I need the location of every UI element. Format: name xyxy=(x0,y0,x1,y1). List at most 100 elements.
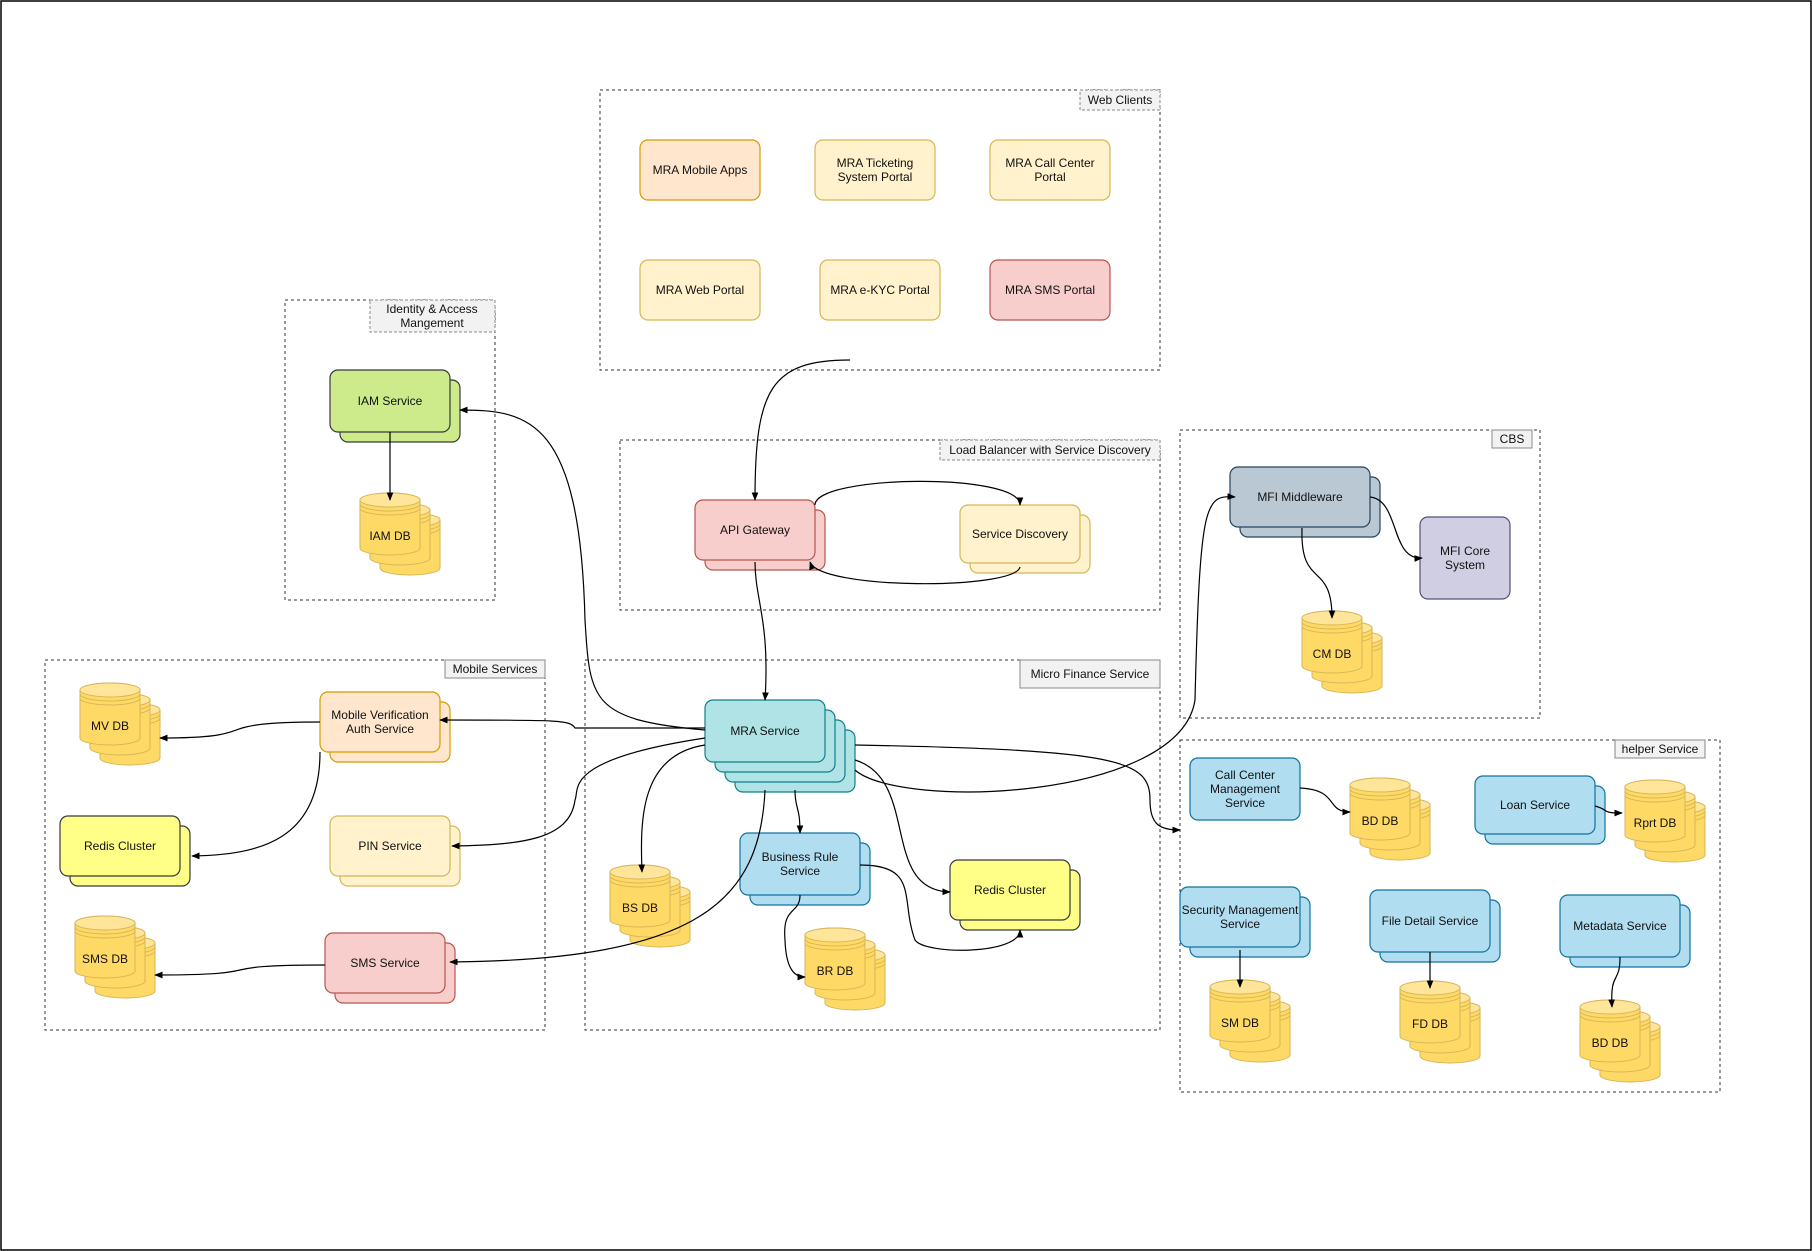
mra-sms-portal-label: MRA SMS Portal xyxy=(1005,283,1095,297)
sm-db-label: SM DB xyxy=(1221,1016,1259,1030)
edge-mobile-verification-to-mv-db xyxy=(159,721,321,742)
edge-mra-to-mobile-verification xyxy=(439,716,705,729)
file-detail-label: File Detail Service xyxy=(1382,914,1479,928)
br-db-cylinder-ring xyxy=(804,942,866,951)
call-center-mgmt-label: Call Center xyxy=(1215,768,1275,782)
mra-ticketing-label: MRA Ticketing xyxy=(837,156,914,170)
bd-db-1-cylinder-ring xyxy=(1349,788,1411,797)
mobile-verification-label: Mobile Verification xyxy=(331,708,428,722)
bd-db-2-cylinder-ring xyxy=(1579,1014,1641,1023)
service-discovery-label: Service Discovery xyxy=(972,527,1068,541)
edge-call-center-to-bd-db xyxy=(1299,787,1351,816)
fd-db-label: FD DB xyxy=(1412,1017,1448,1031)
sms-db-label: SMS DB xyxy=(82,952,128,966)
pin-service-label: PIN Service xyxy=(358,839,422,853)
edge-sms-to-sms-db xyxy=(154,964,326,979)
br-db-cylinder-top xyxy=(804,927,866,943)
edge-web-clients-to-gateway xyxy=(751,359,851,501)
group-title-cbs: CBS xyxy=(1500,432,1525,446)
mra-ticketing-box xyxy=(814,139,936,201)
fd-db-cylinder-ring xyxy=(1399,995,1461,1004)
cm-db-label: CM DB xyxy=(1313,647,1352,661)
mv-db-label: MV DB xyxy=(91,719,129,733)
mfi-core-label: System xyxy=(1445,558,1485,572)
sms-service-node: SMS Service xyxy=(324,932,456,1004)
cm-db-cylinder-ring xyxy=(1301,625,1363,634)
group-title-web-clients: Web Clients xyxy=(1088,93,1152,107)
sms-service-label: SMS Service xyxy=(350,956,420,970)
sms-db-database-icon: SMS DB xyxy=(74,915,156,999)
cm-db-cylinder-ring xyxy=(1301,621,1363,630)
bd-db-2-cylinder-ring xyxy=(1579,1010,1641,1019)
sms-db-cylinder-ring xyxy=(74,926,136,935)
security-mgmt-label: Service xyxy=(1220,917,1260,931)
edge-mfi-middleware-to-core xyxy=(1369,496,1423,562)
group-load-balancer: Load Balancer with Service Discovery xyxy=(619,439,1161,611)
br-db-cylinder-ring xyxy=(804,938,866,947)
service-discovery-node: Service Discovery xyxy=(959,504,1091,574)
edge-mra-to-sms xyxy=(449,789,766,966)
edge-mra-to-bs-db xyxy=(638,744,706,873)
mobile-verification-label: Auth Service xyxy=(346,722,414,736)
mfi-core-label: MFI Core xyxy=(1440,544,1490,558)
br-db-label: BR DB xyxy=(817,964,854,978)
group-title-mobile-services: Mobile Services xyxy=(453,662,538,676)
bs-db-cylinder-ring xyxy=(609,879,671,888)
api-gateway-label: API Gateway xyxy=(720,523,790,537)
edge-metadata-to-bd-db xyxy=(1608,956,1621,1008)
bd-db-2-database-icon: BD DB xyxy=(1579,999,1661,1083)
mra-ekyc-label: MRA e-KYC Portal xyxy=(830,283,929,297)
loan-service-node: Loan Service xyxy=(1474,775,1606,845)
iam-service-node: IAM Service xyxy=(329,369,461,443)
loan-service-box xyxy=(1474,775,1596,835)
bs-db-cylinder-top xyxy=(609,864,671,880)
pin-service-node: PIN Service xyxy=(329,815,461,887)
group-iam: Identity & Access Mangement xyxy=(284,299,496,601)
sm-db-cylinder-ring xyxy=(1209,994,1271,1003)
sms-db-cylinder-ring xyxy=(74,930,136,939)
mra-sms-portal-box xyxy=(989,259,1111,321)
group-micro-finance: Micro Finance Service xyxy=(584,659,1161,1031)
sms-service-box xyxy=(324,932,446,994)
mra-ticketing-label: System Portal xyxy=(838,170,913,184)
mra-call-center-label: MRA Call Center xyxy=(1005,156,1094,170)
redis-cluster-mobile-node: Redis Cluster xyxy=(59,815,191,887)
br-db-database-icon: BR DB xyxy=(804,927,886,1011)
mra-ekyc-box xyxy=(819,259,941,321)
mra-web-portal-node: MRA Web Portal xyxy=(639,259,761,321)
edge-mra-to-mfi-middleware xyxy=(854,493,1236,793)
edge-mra-to-pin xyxy=(451,737,706,850)
edge-mra-to-business-rule xyxy=(794,789,804,834)
security-mgmt-label: Security Management xyxy=(1182,903,1299,917)
mv-db-cylinder-top xyxy=(79,682,141,698)
redis-cluster-mobile-box xyxy=(59,815,181,877)
mv-db-cylinder-ring xyxy=(79,697,141,706)
mra-ekyc-node: MRA e-KYC Portal xyxy=(819,259,941,321)
edge-mfi-middleware-to-cm-db xyxy=(1301,527,1336,619)
cm-db-database-icon: CM DB xyxy=(1301,610,1383,694)
iam-service-label: IAM Service xyxy=(358,394,423,408)
group-title-load-balancer: Load Balancer with Service Discovery xyxy=(949,443,1150,457)
mv-db-database-icon: MV DB xyxy=(79,682,161,766)
edge-mra-to-iam xyxy=(459,406,706,731)
file-detail-node: File Detail Service xyxy=(1369,889,1501,963)
mfi-middleware-label: MFI Middleware xyxy=(1257,490,1343,504)
fd-db-database-icon: FD DB xyxy=(1399,980,1481,1064)
group-web-clients: Web Clients xyxy=(599,89,1161,371)
mra-sms-portal-node: MRA SMS Portal xyxy=(989,259,1111,321)
mfi-middleware-node: MFI Middleware xyxy=(1229,466,1381,538)
edge-gateway-to-mra xyxy=(754,561,769,701)
bs-db-database-icon: BS DB xyxy=(609,864,691,948)
security-mgmt-box xyxy=(1179,886,1301,948)
group-title-iam-line2: Mangement xyxy=(400,316,464,330)
iam-db-cylinder-ring xyxy=(359,507,421,516)
